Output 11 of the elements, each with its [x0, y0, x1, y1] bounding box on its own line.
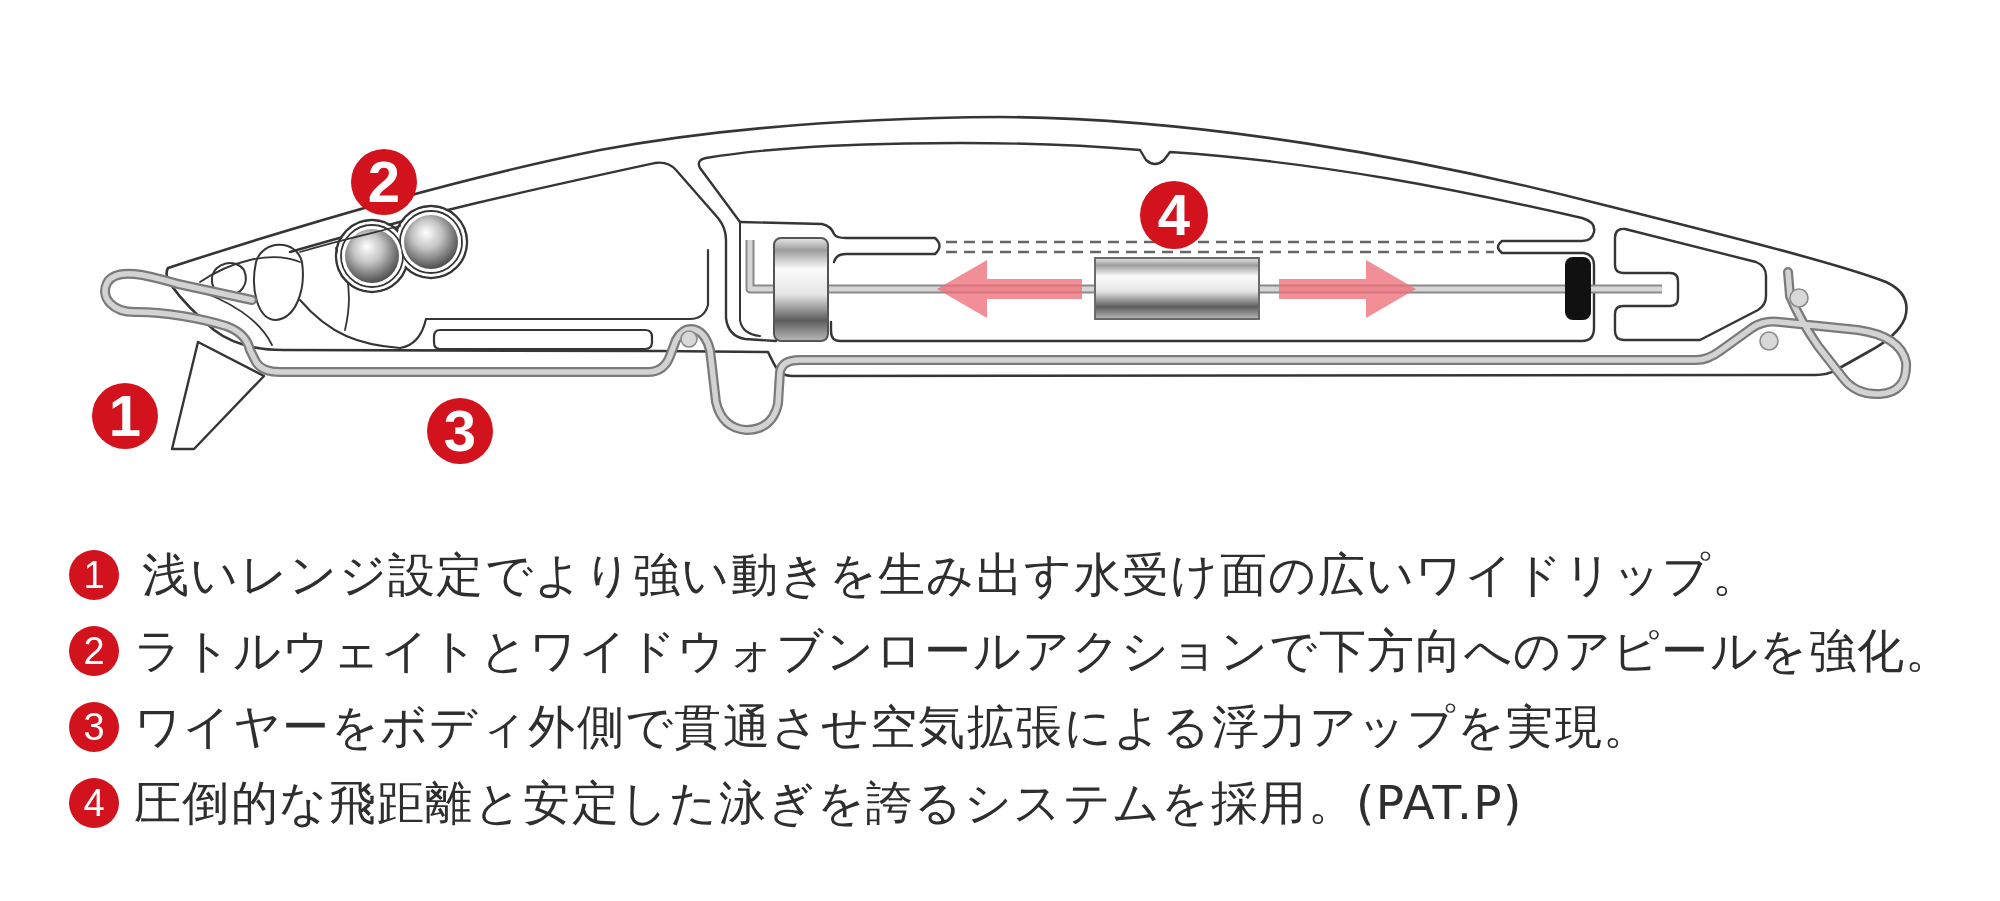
list-number: 2	[69, 626, 119, 676]
list-number: 4	[69, 778, 119, 828]
list-number: 1	[69, 550, 119, 600]
description-text: ワイヤーをボディ外側で貫通させ空気拡張による浮力アップを実現。	[134, 700, 1652, 754]
list-number: 3	[69, 702, 119, 752]
description-text: ラトルウェイトとワイドウォブンロールアクションで下方向へのアピールを強化。	[134, 624, 1954, 678]
callout-number: 3	[427, 398, 493, 464]
callout-number: 1	[92, 383, 158, 449]
callout-number: 2	[351, 149, 417, 215]
description-text: 圧倒的な飛距離と安定した泳ぎを誇るシステムを採用。(PAT.P)	[134, 776, 1523, 830]
description-text: 浅いレンジ設定でより強い動きを生み出す水受け面の広いワイドリップ。	[142, 548, 1761, 602]
